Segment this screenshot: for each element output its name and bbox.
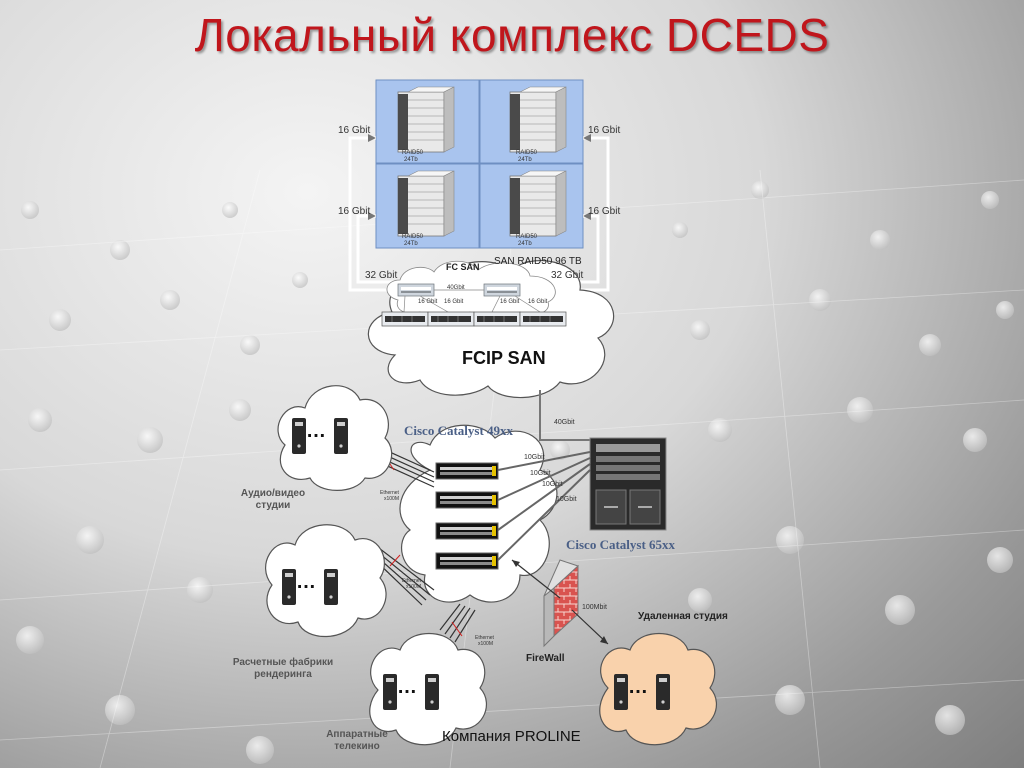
audio-video-label: студии [255, 500, 291, 511]
ethernet-label: x100M [478, 641, 494, 647]
raid-server-icon [397, 170, 455, 237]
raid-caption: 24Tb [518, 157, 532, 163]
firewall-link-out [571, 609, 609, 645]
raid-caption: RAID50 [402, 150, 424, 156]
arrow-icon [600, 636, 608, 644]
audio-video-label: Аудио/видео [240, 488, 306, 499]
link-label-40gbit: 40Gbit [554, 419, 575, 426]
raid-caption: RAID50 [516, 150, 538, 156]
raid-caption: 24Tb [518, 241, 532, 247]
fcip-to-core-link [539, 390, 600, 441]
ellipsis: … [306, 420, 326, 442]
storage-array [375, 79, 584, 249]
firewall-label: FireWall [526, 653, 565, 664]
storage-label: SAN RAID50 96 TB [494, 256, 582, 267]
fc-san-label: FC SAN [446, 262, 480, 272]
catalyst-65xx-chassis [589, 437, 667, 531]
fc-link-label: 16 Gbit [500, 299, 520, 305]
link-label-10gbit: 10Gbit [556, 496, 577, 503]
catalyst-49xx-switch-icon [435, 552, 499, 570]
fc-switch-icon [397, 283, 435, 297]
link-label-10gbit: 10Gbit [542, 481, 563, 488]
firewall-link-in [511, 559, 561, 599]
link-label-10gbit: 10Gbit [524, 454, 545, 461]
background-dot-pattern [0, 169, 1024, 768]
link-label-100mbit: 100Mbit [582, 604, 607, 611]
raid-caption: RAID50 [402, 234, 424, 240]
raid-server-icon [509, 86, 567, 153]
link-label-16gbit: 16 Gbit [588, 125, 621, 136]
telecine-label: телекино [334, 741, 380, 752]
raid-caption: RAID50 [516, 234, 538, 240]
ethernet-label: Ethernet [475, 635, 494, 641]
fc-link-label: 16 Gbit [528, 299, 548, 305]
link-label-16gbit: 16 Gbit [338, 125, 371, 136]
core-to-access-links [497, 451, 591, 561]
blade-server-icon [473, 311, 521, 327]
catalyst-49xx-switch-icon [435, 522, 499, 540]
catalyst-49xx-label: Cisco Catalyst 49xx [404, 423, 514, 438]
raid-caption: 24Tb [404, 241, 418, 247]
link-label-32gbit: 32 Gbit [365, 270, 398, 281]
ellipsis: … [628, 676, 648, 698]
link-label-32gbit: 32 Gbit [551, 270, 584, 281]
page-title: Локальный комплекс DCEDS [194, 9, 830, 61]
ethernet-label: Ethernet [380, 490, 399, 496]
ethernet-label: Ethernet [402, 578, 421, 584]
fcip-san-label: FCIP SAN [462, 348, 546, 368]
arrow-icon [512, 560, 520, 567]
access-switch-cloud [399, 424, 558, 603]
link-label-16gbit: 16 Gbit [338, 206, 371, 217]
link-label-10gbit: 10Gbit [530, 470, 551, 477]
catalyst-65xx-label: Cisco Catalyst 65xx [566, 537, 676, 552]
storage-link-arrows [368, 134, 591, 220]
blade-server-icon [381, 311, 429, 327]
catalyst-49xx-switch-icon [435, 462, 499, 480]
fc-switch-icon [483, 283, 521, 297]
ethernet-bundles [371, 443, 476, 643]
blade-server-icon [519, 311, 567, 327]
fc-link-label: 16 Gbit [418, 299, 438, 305]
footer-company: Компания PROLINE [442, 728, 581, 745]
blade-server-icon [427, 311, 475, 327]
ellipsis: … [296, 571, 316, 593]
render-farm-label: рендеринга [254, 669, 312, 680]
raid-caption: 24Tb [404, 157, 418, 163]
catalyst-49xx-switch-icon [435, 491, 499, 509]
telecine-label: Аппаратные [326, 729, 388, 740]
ethernet-label: x100M [406, 584, 422, 590]
ellipsis: … [397, 676, 417, 698]
render-farm-label: Расчетные фабрики [232, 657, 334, 668]
ethernet-label: x100M [384, 496, 400, 502]
fc-blade-links [403, 295, 541, 313]
raid-server-icon [509, 170, 567, 237]
firewall-icon [543, 559, 579, 648]
fc-link-label: 16 Gbit [444, 299, 464, 305]
fc-link-label: 40Gbit [447, 285, 465, 291]
link-label-16gbit: 16 Gbit [588, 206, 621, 217]
raid-server-icon [397, 86, 455, 153]
remote-studio-label: Удаленная студия [638, 611, 728, 622]
